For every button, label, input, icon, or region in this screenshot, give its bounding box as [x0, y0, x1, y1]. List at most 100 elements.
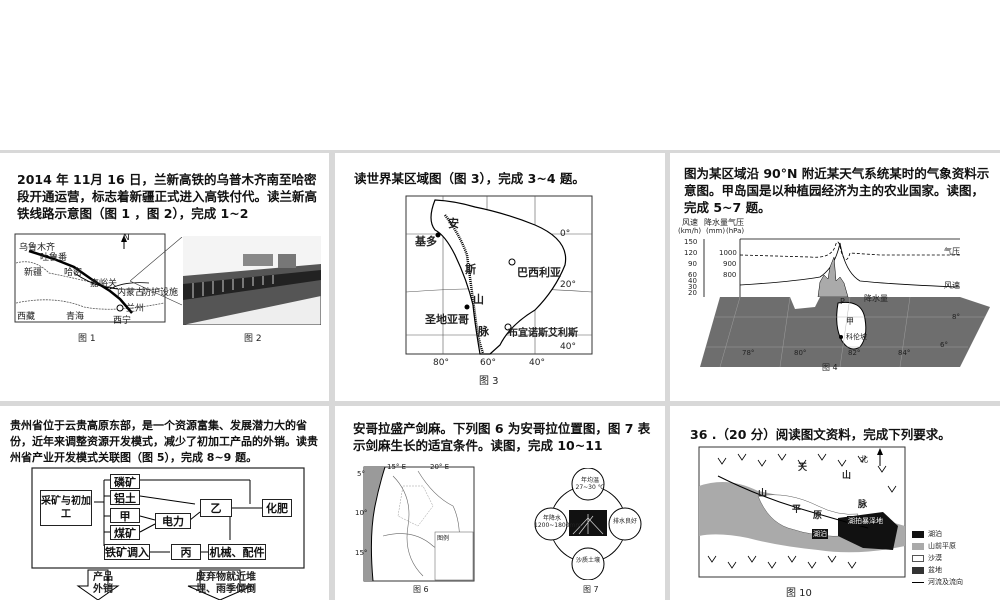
tick-900: 900 — [723, 260, 737, 268]
waste-arrow-label: 废弃物就近堆埋、雨季倾倒 — [196, 572, 256, 595]
lat-15: 15° — [355, 549, 368, 557]
box-mining: 采矿与初加工 — [40, 490, 92, 526]
box-bing: 丙 — [171, 544, 201, 560]
condition-drainage: 排水良好 — [612, 518, 637, 525]
lon-84: 84° — [898, 349, 911, 357]
tick-20: 20 — [688, 289, 697, 297]
weather-profile-chart — [700, 238, 990, 367]
legend-river: 河流及流向 — [928, 578, 963, 586]
slide-thumbnail-2[interactable]: 读世界某区域图（图 3），完成 3~4 题。 安 基多 斯 巴西利亚 山 圣地亚… — [335, 153, 665, 401]
lon-80: 80° — [794, 349, 807, 357]
legend-lake: 湖泊 — [928, 530, 942, 538]
lon-40: 40° — [529, 358, 545, 368]
lon-15e: 15° E — [387, 463, 407, 471]
label-tian: 天 — [798, 463, 808, 473]
lat-20: 20° — [560, 280, 576, 290]
legend-desert: 沙漠 — [928, 554, 942, 562]
lat-40: 40° — [560, 342, 576, 352]
fig3-caption: 图 3 — [479, 376, 499, 387]
label-yuan: 原 — [813, 511, 823, 521]
lon-82: 82° — [848, 349, 861, 357]
slide1-question-text: 2014 年 11月 16 日，兰新高铁的乌普木齐南至哈密段开通运营，标志着新疆… — [17, 172, 318, 221]
tick-800: 800 — [723, 271, 737, 279]
tick-1000: 1000 — [719, 249, 737, 257]
condition-temperature: 年均温 27~30 ℃ — [575, 477, 605, 491]
legend-wind: 风速 — [944, 281, 960, 290]
fig2-caption: 图 2 — [244, 334, 262, 344]
lon-60: 60° — [480, 358, 496, 368]
label-mai: 脉 — [858, 500, 868, 510]
lat-8: 8° — [952, 313, 960, 321]
lon-78: 78° — [742, 349, 755, 357]
lat-0: 0° — [560, 229, 571, 239]
fig4-caption: 图 4 — [822, 363, 838, 372]
unit-hpa: (hPa) — [726, 227, 745, 235]
legend-basin: 盆地 — [928, 566, 942, 574]
leader-lines — [130, 237, 183, 306]
slide3-question-text: 图为某区域沿 90°N 附近某天气系统某时的气象资料示意图。甲岛国是以种植园经济… — [684, 166, 990, 215]
slide2-question-text: 读世界某区域图（图 3），完成 3~4 题。 — [354, 171, 585, 186]
label-si: 斯 — [465, 263, 476, 276]
box-bauxite: 铝土 — [110, 490, 140, 505]
tick-150: 150 — [684, 238, 698, 246]
label-xizang: 西藏 — [17, 312, 36, 322]
condition-soil: 沙质土壤 — [575, 557, 600, 564]
lon-80: 80° — [433, 358, 449, 368]
label-lake: 湖泊 — [812, 529, 828, 539]
label-quito: 基多 — [415, 235, 437, 248]
label-jiayuguan: 嘉峪关 — [90, 279, 118, 289]
map-legend-title: 图例 — [437, 535, 450, 542]
label-urumqi: 乌鲁木齐 — [19, 243, 56, 253]
axis-header-wind: 风速 — [682, 218, 698, 227]
label-buenos-aires: 布宜诺斯艾利斯 — [508, 328, 578, 339]
slide-thumbnail-5[interactable]: 安哥拉盛产剑麻。下列图 6 为安哥拉位置图，图 7 表示剑麻生长的适宜条件。读图… — [335, 406, 665, 600]
box-phosphate: 磷矿 — [110, 474, 140, 489]
lat-6: 6° — [940, 341, 948, 349]
label-shan-1: 山 — [758, 489, 768, 499]
label-colombo: 科伦坡 — [846, 333, 867, 341]
label-an: 安 — [448, 217, 459, 230]
label-jia-island: 甲 — [846, 317, 854, 326]
box-power: 电力 — [155, 513, 191, 529]
slide6-question-text: 36 .（20 分）阅读图文资料，完成下列要求。 — [690, 427, 951, 442]
slide-thumbnail-6[interactable]: 36 .（20 分）阅读图文资料，完成下列要求。 北 山 山 脉 天 平 原 湖… — [670, 406, 1000, 600]
lon-20e: 20° E — [430, 463, 450, 471]
label-qinghai: 青海 — [66, 312, 85, 322]
lanxin-railway-map — [14, 233, 166, 323]
box-machinery: 机械、配件 — [208, 544, 266, 560]
axis-header-rain: 降水量 — [704, 218, 728, 227]
south-america-map — [405, 195, 593, 355]
angola-location-map — [363, 466, 475, 582]
fig7-caption: 图 7 — [583, 585, 599, 594]
unit-kmh: (km/h) — [678, 227, 702, 235]
label-lanzhou: 兰州 — [126, 304, 145, 314]
legend-pressure: 气压 — [944, 247, 960, 256]
industry-flow-diagram — [31, 467, 305, 600]
label-brasilia: 巴西利亚 — [517, 266, 561, 279]
slide-thumbnail-3[interactable]: 图为某区域沿 90°N 附近某天气系统某时的气象资料示意图。甲岛国是以种植园经济… — [670, 153, 1000, 401]
tick-30: 30 — [688, 283, 697, 291]
label-p: P — [840, 297, 845, 306]
slide-thumbnail-1[interactable]: 2014 年 11月 16 日，兰新高铁的乌普木齐南至哈密段开通运营，标志着新疆… — [0, 153, 329, 401]
tick-40: 40 — [688, 277, 697, 285]
label-ping: 平 — [792, 505, 802, 515]
label-wetland: 湖拍暴泽地 — [847, 516, 884, 526]
slide5-question-text: 安哥拉盛产剑麻。下列图 6 为安哥拉位置图，图 7 表示剑麻生长的适宜条件。读图… — [353, 421, 651, 453]
map-legend: 湖泊 山前平原 沙漠 盆地 河流及流向 — [912, 528, 992, 588]
unit-mm: (mm) — [706, 227, 726, 235]
tick-120: 120 — [684, 249, 698, 257]
north-arrow-label: N — [123, 233, 130, 243]
north-label: 北 — [860, 455, 868, 464]
slide-thumbnail-4[interactable]: 贵州省位于云贵高原东部，是一个资源富集、发展潜力大的省份，近年来调整资源开发模式… — [0, 406, 329, 600]
fig6-caption: 图 6 — [413, 585, 429, 594]
lat-10: 10° — [355, 509, 368, 517]
box-coal: 煤矿 — [110, 525, 140, 540]
label-shan-2: 山 — [842, 471, 852, 481]
fig1-caption: 图 1 — [78, 334, 96, 344]
legend-rain: 降水量 — [864, 294, 888, 303]
box-jia: 甲 — [110, 508, 140, 523]
label-turpan: 吐鲁番 — [40, 253, 68, 263]
export-arrow-label: 产品外销 — [93, 572, 113, 595]
legend-piedmont: 山前平原 — [928, 542, 956, 550]
box-fertilizer: 化肥 — [262, 499, 292, 517]
